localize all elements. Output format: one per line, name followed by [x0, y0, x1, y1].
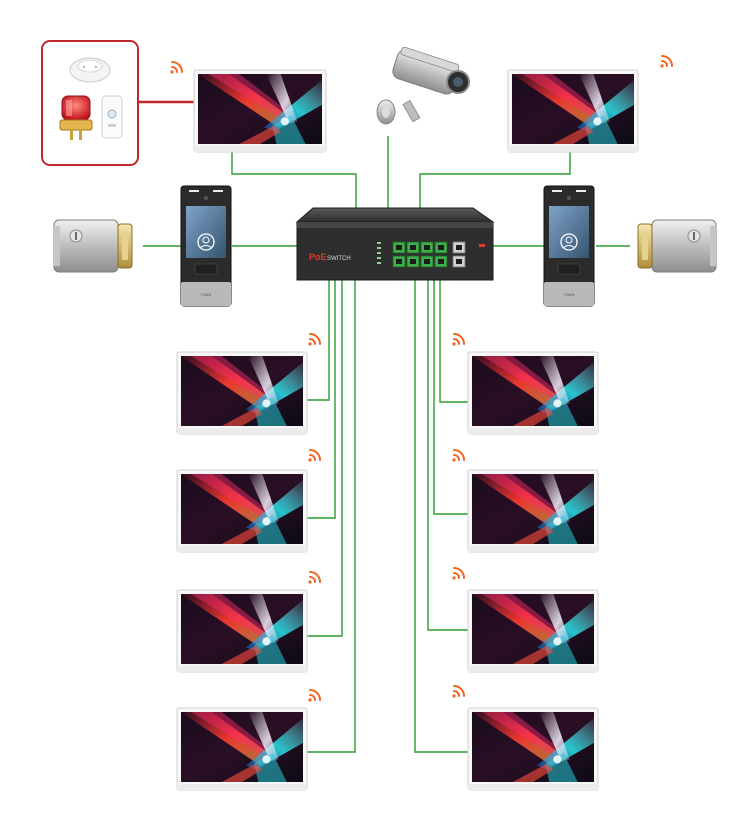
network-cable-14 — [433, 280, 470, 515]
wifi-icon — [452, 333, 465, 346]
switch-brand-label: PoE — [309, 252, 327, 262]
switch-led — [377, 262, 381, 264]
wifi-icon-group — [170, 55, 673, 702]
top-monitor-group — [193, 69, 639, 153]
face-recognition-icon — [560, 233, 578, 251]
switch-led-group — [377, 242, 381, 264]
wifi-icon — [452, 567, 465, 580]
door-panel-group: TIMIN TIMIN — [180, 185, 595, 307]
accessory-panel — [41, 40, 139, 166]
door-panel-left: TIMIN — [180, 185, 232, 307]
network-cable-11 — [305, 280, 356, 753]
side-monitor-group — [176, 351, 599, 791]
wifi-icon — [452, 449, 465, 462]
wire-group — [143, 136, 630, 753]
wifi-icon — [308, 689, 321, 702]
door-panel-right: TIMIN — [543, 185, 595, 307]
network-cable-1 — [231, 152, 357, 208]
left-monitor-3 — [176, 589, 308, 673]
wifi-icon — [308, 571, 321, 584]
wifi-icon — [452, 685, 465, 698]
network-cable-12 — [414, 280, 470, 753]
door-panel-label: TIMIN — [564, 292, 575, 297]
alarm-light-icon — [59, 95, 93, 140]
switch-led — [377, 247, 381, 249]
network-cable-9 — [305, 280, 336, 519]
network-cable-13 — [427, 280, 470, 631]
left-monitor-1 — [176, 351, 308, 435]
network-cable-8 — [305, 280, 330, 401]
top-monitor-right — [507, 69, 639, 153]
switch-port-group — [392, 241, 466, 268]
network-cable-10 — [305, 280, 343, 637]
right-monitor-3 — [467, 589, 599, 673]
network-cable-15 — [439, 280, 470, 403]
door-panel-label: TIMIN — [201, 292, 212, 297]
door-lock-group — [53, 219, 717, 273]
face-recognition-icon — [197, 233, 215, 251]
top-monitor-left — [193, 69, 327, 153]
cctv-camera-icon — [376, 46, 470, 125]
wifi-icon — [308, 449, 321, 462]
switch-led — [377, 252, 381, 254]
right-monitor-2 — [467, 469, 599, 553]
switch-model-label: SWITCH — [327, 256, 351, 262]
wifi-icon — [170, 61, 183, 74]
network-cable-3 — [419, 152, 571, 208]
switch-led — [377, 242, 381, 244]
left-monitor-2 — [176, 469, 308, 553]
electric-lock-right — [637, 219, 717, 273]
door-sensor-icon — [101, 95, 123, 139]
electric-lock-left — [53, 219, 133, 273]
switch-led — [377, 257, 381, 259]
right-monitor-1 — [467, 351, 599, 435]
wifi-icon — [308, 333, 321, 346]
wifi-icon — [660, 55, 673, 68]
smoke-detector-icon — [69, 57, 111, 83]
poe-switch: PoE SWITCH — [295, 207, 495, 281]
switch-power-led — [479, 244, 485, 247]
left-monitor-4 — [176, 707, 308, 791]
right-monitor-4 — [467, 707, 599, 791]
